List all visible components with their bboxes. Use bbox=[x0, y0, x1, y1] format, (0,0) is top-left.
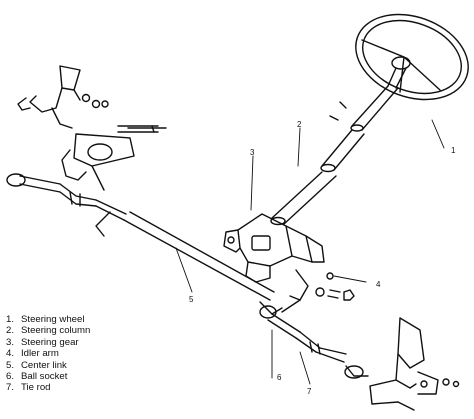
legend-number: 5. bbox=[6, 359, 15, 371]
callout-1: 1 bbox=[451, 146, 456, 155]
callout-3: 3 bbox=[250, 148, 255, 157]
legend-item: 1. Steering wheel bbox=[6, 314, 156, 325]
steering-column bbox=[270, 85, 399, 226]
leader-lines bbox=[175, 119, 445, 385]
legend-number: 1. bbox=[6, 314, 15, 325]
legend-label: Idler arm bbox=[21, 348, 59, 360]
steering-wheel bbox=[355, 13, 469, 101]
legend-label: Steering wheel bbox=[21, 314, 85, 325]
legend-label: Tie rod bbox=[21, 382, 51, 394]
left-tie-rod bbox=[6, 173, 97, 207]
callout-2: 2 bbox=[297, 120, 302, 129]
callout-4: 4 bbox=[376, 280, 381, 289]
legend-number: 2. bbox=[6, 325, 15, 337]
steering-gear bbox=[223, 213, 325, 283]
callout-7: 7 bbox=[307, 387, 312, 396]
left-knuckle bbox=[17, 65, 167, 133]
legend-label: Steering column bbox=[21, 325, 91, 337]
parts-legend: 1. Steering wheel 2. Steering column 3. … bbox=[6, 314, 156, 394]
legend-number: 7. bbox=[6, 382, 15, 394]
legend-item: 7. Tie rod bbox=[6, 382, 156, 393]
right-tie-rod bbox=[259, 305, 369, 379]
legend-label: Center link bbox=[21, 359, 67, 371]
idler-arm bbox=[281, 269, 355, 313]
legend-item: 6. Ball socket bbox=[6, 371, 156, 382]
legend-number: 3. bbox=[6, 336, 15, 348]
right-knuckle bbox=[369, 317, 460, 411]
legend-item: 2. Steering column bbox=[6, 325, 156, 336]
callout-labels: 1 2 3 4 5 6 7 bbox=[189, 120, 456, 396]
legend-number: 6. bbox=[6, 371, 15, 383]
legend-label: Steering gear bbox=[21, 336, 79, 348]
legend-item: 3. Steering gear bbox=[6, 337, 156, 348]
callout-5: 5 bbox=[189, 295, 194, 304]
legend-item: 5. Center link bbox=[6, 360, 156, 371]
legend-item: 4. Idler arm bbox=[6, 348, 156, 359]
callout-6: 6 bbox=[277, 373, 282, 382]
legend-number: 4. bbox=[6, 348, 15, 360]
legend-label: Ball socket bbox=[21, 371, 68, 383]
pitman-arm-bracket bbox=[61, 133, 135, 191]
